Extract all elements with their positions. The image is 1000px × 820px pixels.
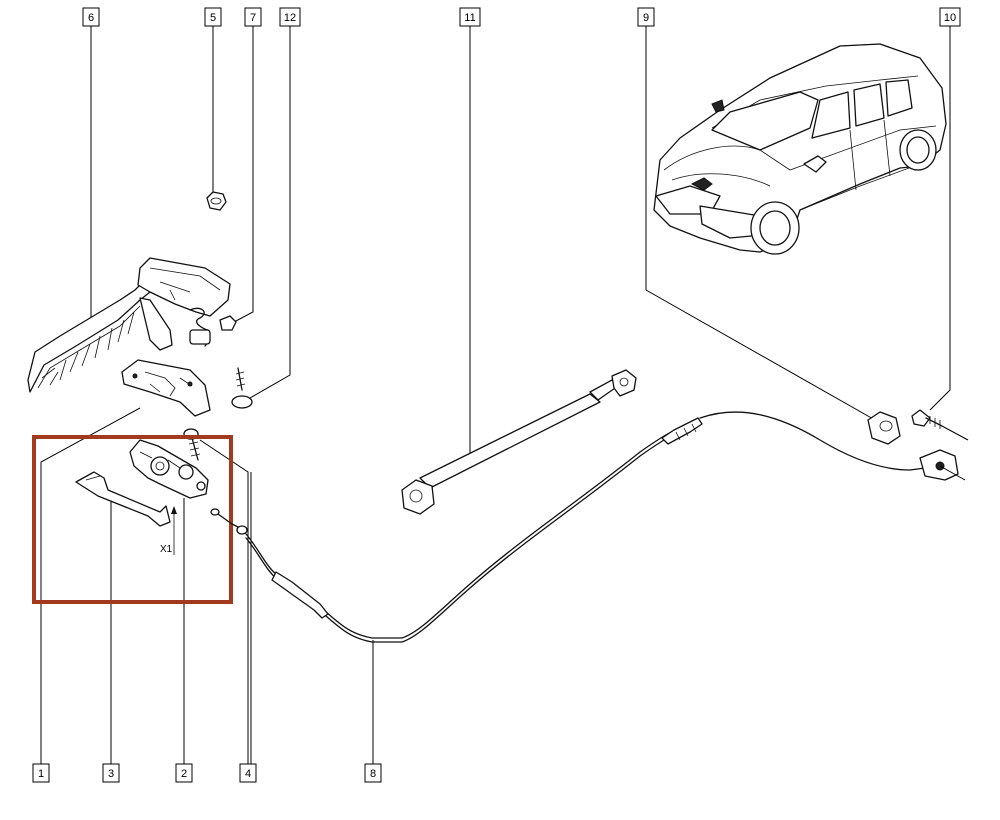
callout-10: 10	[929, 7, 961, 411]
cable-end-part	[210, 508, 248, 535]
callout-5-label: 5	[210, 12, 216, 24]
detail-highlight-box	[32, 435, 233, 604]
detail-marker-label: X1	[160, 544, 173, 555]
callout-6-label: 6	[88, 12, 94, 24]
callout-2: 2	[175, 498, 193, 783]
handle-bracket-part	[27, 257, 231, 393]
callout-12-label: 12	[284, 12, 296, 24]
callout-2-label: 2	[181, 768, 187, 780]
callout-12: 12	[249, 7, 301, 399]
gas-strut-part	[401, 369, 637, 515]
nut-part	[206, 191, 227, 211]
callout-8-label: 8	[370, 768, 376, 780]
callout-5: 5	[204, 7, 222, 192]
screw-part-12	[231, 367, 253, 409]
clip-part	[219, 315, 237, 331]
callout-6: 6	[82, 7, 100, 330]
screw-part-4	[183, 428, 201, 461]
callout-4-label: 4	[245, 768, 251, 780]
bolt-part	[911, 409, 969, 441]
callout-9: 9	[637, 7, 876, 421]
car-illustration	[653, 43, 947, 255]
latch-body-part	[129, 439, 209, 499]
detail-marker: X1	[160, 506, 177, 555]
callout-1-label: 1	[38, 768, 44, 780]
callout-7-label: 7	[250, 12, 256, 24]
latch-plate-part	[75, 471, 171, 527]
callout-3: 3	[102, 500, 120, 783]
callout-7: 7	[233, 7, 262, 323]
callout-4: 4	[199, 439, 257, 783]
callout-11: 11	[459, 7, 481, 455]
grommet-part	[867, 411, 901, 445]
callout-10-label: 10	[944, 12, 956, 24]
lower-bracket-part	[121, 359, 211, 417]
callout-11-label: 11	[464, 12, 475, 24]
callout-8: 8	[364, 640, 382, 783]
callout-9-label: 9	[643, 12, 649, 24]
callout-3-label: 3	[108, 768, 114, 780]
release-cable-part	[245, 411, 966, 643]
callout-1: 1	[32, 407, 141, 783]
